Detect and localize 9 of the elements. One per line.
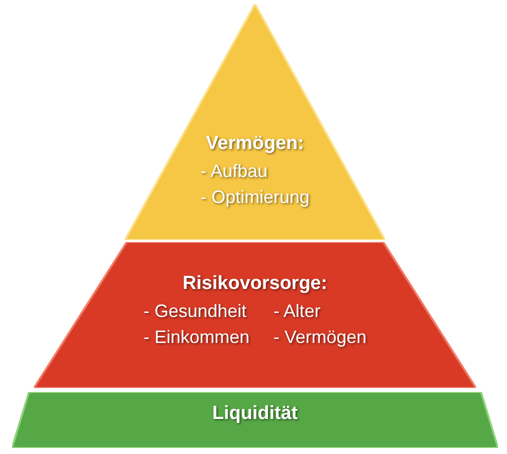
list-item: - Optimierung — [200, 186, 310, 209]
tier-heading: Liquidität — [212, 402, 298, 426]
list-item: - Einkommen — [143, 326, 250, 349]
list-item: - Alter — [273, 300, 322, 323]
list-item: - Aufbau — [200, 160, 268, 183]
tier-heading: Vermögen: — [206, 132, 304, 156]
tier-heading: Risikovorsorge: — [182, 272, 328, 296]
list-item: - Vermögen — [273, 326, 367, 349]
list-item: - Gesundheit — [143, 300, 248, 323]
